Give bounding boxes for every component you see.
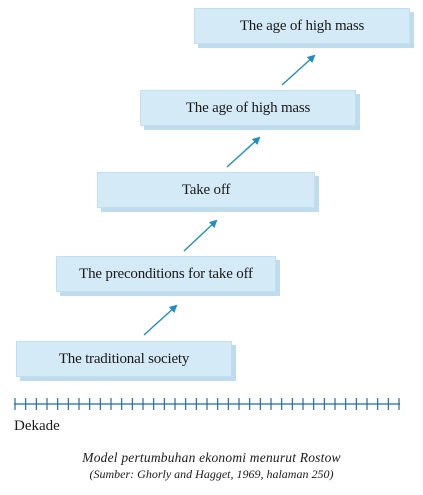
stage-traditional-society: The traditional society [16, 341, 232, 377]
stage-label: The preconditions for take off [79, 265, 253, 282]
arrow-stage-0-to-1 [143, 304, 178, 336]
stage-label: The traditional society [58, 350, 190, 367]
stage-take-off: Take off [97, 172, 315, 208]
axis-label-dekade: Dekade [14, 418, 60, 434]
arrow-stage-1-to-2 [183, 219, 218, 252]
figure-caption: Model pertumbuhan ekonomi menurut Rostow [82, 450, 341, 465]
stage-label: Take off [181, 181, 231, 198]
stage-label: The age of high mass [239, 17, 365, 34]
stage-age-of-high-mass-lower: The age of high mass [140, 90, 356, 126]
arrow-stage-2-to-3 [226, 136, 261, 168]
stage-label: The age of high mass [185, 99, 311, 116]
stage-age-of-high-mass-upper: The age of high mass [194, 8, 410, 44]
decade-timeline-axis [14, 398, 400, 410]
figure-source: (Sumber: Ghorly and Hagget, 1969, halama… [89, 467, 334, 481]
arrow-stage-3-to-4 [281, 54, 316, 86]
stage-preconditions-for-take-off: The preconditions for take off [56, 256, 276, 292]
